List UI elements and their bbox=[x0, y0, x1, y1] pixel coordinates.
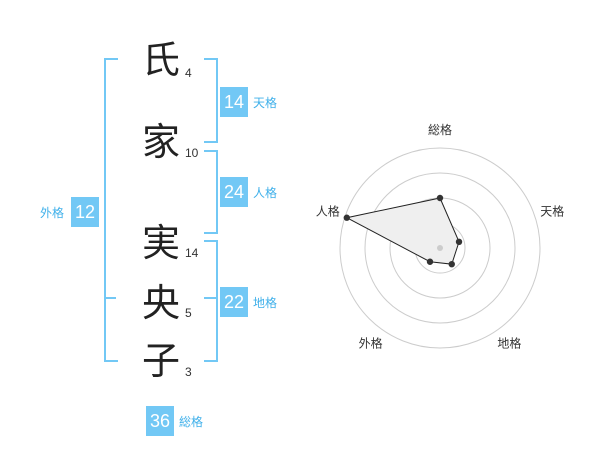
stroke-count-4: 5 bbox=[185, 306, 192, 320]
name-char-4: 央 bbox=[141, 281, 180, 325]
chikaku-bracket-tick bbox=[204, 297, 216, 299]
stroke-count-1: 4 bbox=[185, 66, 192, 80]
tenkaku-value: 14 bbox=[220, 87, 248, 117]
chikaku-value: 22 bbox=[220, 287, 248, 317]
stroke-count-3: 14 bbox=[185, 246, 199, 260]
gaikaku-bracket-tick bbox=[104, 297, 116, 299]
name-char-2: 家 bbox=[141, 120, 180, 164]
radar-axis-label-4: 外格 bbox=[359, 335, 383, 350]
chikaku-bracket bbox=[204, 240, 218, 362]
gaikaku-bracket bbox=[104, 58, 118, 362]
radar-point-4 bbox=[426, 258, 434, 265]
radar-ring-3 bbox=[364, 172, 516, 324]
tenkaku-label: 天格 bbox=[253, 96, 278, 110]
radar-axis-label-5: 人格 bbox=[316, 204, 340, 219]
jinkaku-bracket bbox=[204, 150, 218, 234]
gaikaku-label: 外格 bbox=[40, 206, 65, 220]
radar-axis-label-2: 天格 bbox=[540, 204, 564, 219]
radar-center bbox=[437, 245, 443, 251]
stroke-count-5: 3 bbox=[185, 365, 192, 379]
gaikaku-value: 12 bbox=[71, 197, 99, 227]
soukaku-label: 総格 bbox=[179, 415, 204, 429]
radar-point-3 bbox=[448, 260, 455, 268]
jinkaku-label: 人格 bbox=[253, 186, 278, 200]
tenkaku-bracket bbox=[204, 58, 218, 143]
radar-axis-label-3: 地格 bbox=[497, 335, 521, 350]
radar-point-1 bbox=[436, 194, 444, 202]
name-char-5: 子 bbox=[141, 339, 180, 383]
radar-point-2 bbox=[455, 238, 463, 246]
soukaku-value: 36 bbox=[146, 406, 174, 436]
radar-axis-label-1: 総格 bbox=[428, 122, 452, 137]
jinkaku-value: 24 bbox=[220, 177, 248, 207]
chikaku-label: 地格 bbox=[253, 296, 278, 310]
stroke-count-2: 10 bbox=[185, 146, 199, 160]
name-char-1: 氏 bbox=[141, 38, 180, 82]
name-char-3: 実 bbox=[141, 221, 180, 265]
radar-point-5 bbox=[343, 214, 350, 221]
radar-ring-4 bbox=[339, 147, 541, 349]
radar-area bbox=[345, 197, 460, 265]
